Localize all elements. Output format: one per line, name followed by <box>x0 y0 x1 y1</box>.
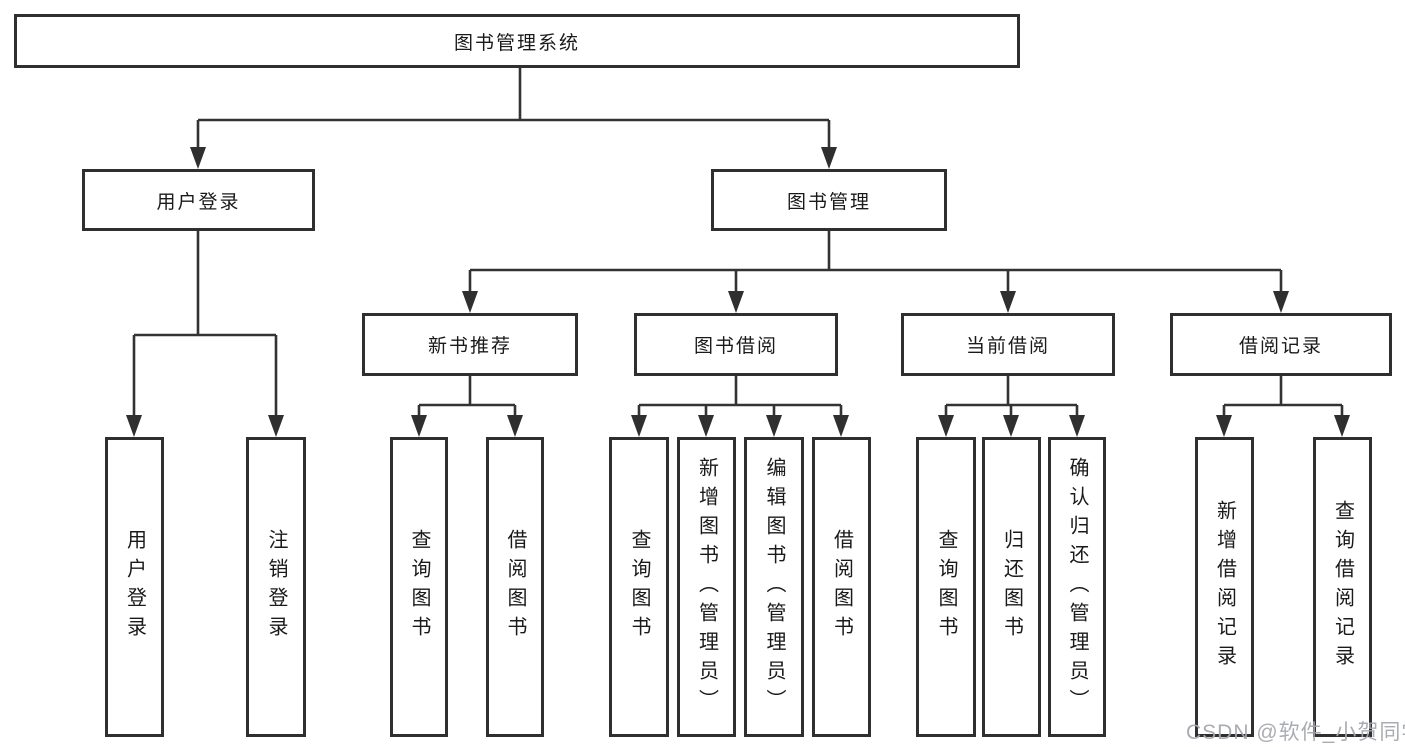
node-label: 查询借阅记录 <box>1331 500 1354 674</box>
node-label: 借阅图书 <box>830 529 853 645</box>
node-label: 用户登录 <box>156 191 241 213</box>
node-library-management-system: 图书管理系统 <box>14 14 1020 68</box>
node-label: 图书借阅 <box>693 336 778 357</box>
leaf-query-books-recommend: 查询图书 <box>390 437 448 737</box>
node-label: 用户登录 <box>123 529 146 645</box>
node-label: 归还图书 <box>1000 529 1023 645</box>
node-book-borrow: 图书借阅 <box>634 313 838 376</box>
csdn-watermark: CSDN @软件_小贺同学 <box>1186 721 1405 744</box>
leaf-borrow-books: 借阅图书 <box>812 437 871 737</box>
connector-new-book-children <box>411 376 523 437</box>
leaf-edit-books-admin: 编辑图书（管理员） <box>744 437 804 737</box>
connector-book-borrow-children <box>631 376 849 437</box>
leaf-add-books-admin: 新增图书（管理员） <box>677 437 736 737</box>
node-book-management: 图书管理 <box>711 169 947 231</box>
node-label: 图书管理 <box>786 191 871 213</box>
node-label: 注销登录 <box>265 529 287 645</box>
leaf-confirm-return-admin: 确认归还（管理员） <box>1048 437 1106 737</box>
node-label: 当前借阅 <box>965 336 1050 357</box>
node-label: 确认归还（管理员） <box>1066 456 1088 718</box>
leaf-query-borrow-record: 查询借阅记录 <box>1313 437 1372 737</box>
node-user-login: 用户登录 <box>82 169 315 231</box>
leaf-add-borrow-record: 新增借阅记录 <box>1195 437 1254 737</box>
node-label: 新书推荐 <box>427 336 512 357</box>
connector-current-borrow-children <box>938 376 1085 437</box>
connector-root-to-level2 <box>190 68 837 169</box>
node-current-borrow: 当前借阅 <box>901 313 1115 376</box>
leaf-user-login: 用户登录 <box>105 437 164 737</box>
leaf-query-books-current: 查询图书 <box>916 437 976 737</box>
node-label: 新增借阅记录 <box>1213 500 1236 674</box>
node-label: 借阅图书 <box>504 529 526 645</box>
connector-user-login-children <box>126 231 284 437</box>
node-borrow-records: 借阅记录 <box>1170 313 1392 376</box>
node-label: 新增图书（管理员） <box>695 456 718 718</box>
connector-borrow-records-children <box>1216 376 1350 437</box>
node-label: 借阅记录 <box>1238 336 1323 357</box>
node-label: 图书管理系统 <box>453 32 580 54</box>
leaf-query-books-borrow: 查询图书 <box>609 437 669 737</box>
leaf-return-books: 归还图书 <box>982 437 1041 737</box>
node-label: 编辑图书（管理员） <box>763 456 785 718</box>
leaf-borrow-books-recommend: 借阅图书 <box>486 437 544 737</box>
node-label: 查询图书 <box>935 529 957 645</box>
node-label: 查询图书 <box>628 529 650 645</box>
node-label: 查询图书 <box>408 529 430 645</box>
leaf-logout: 注销登录 <box>246 437 306 737</box>
connector-book-management-children <box>462 231 1289 313</box>
node-new-book-recommend: 新书推荐 <box>362 313 578 376</box>
